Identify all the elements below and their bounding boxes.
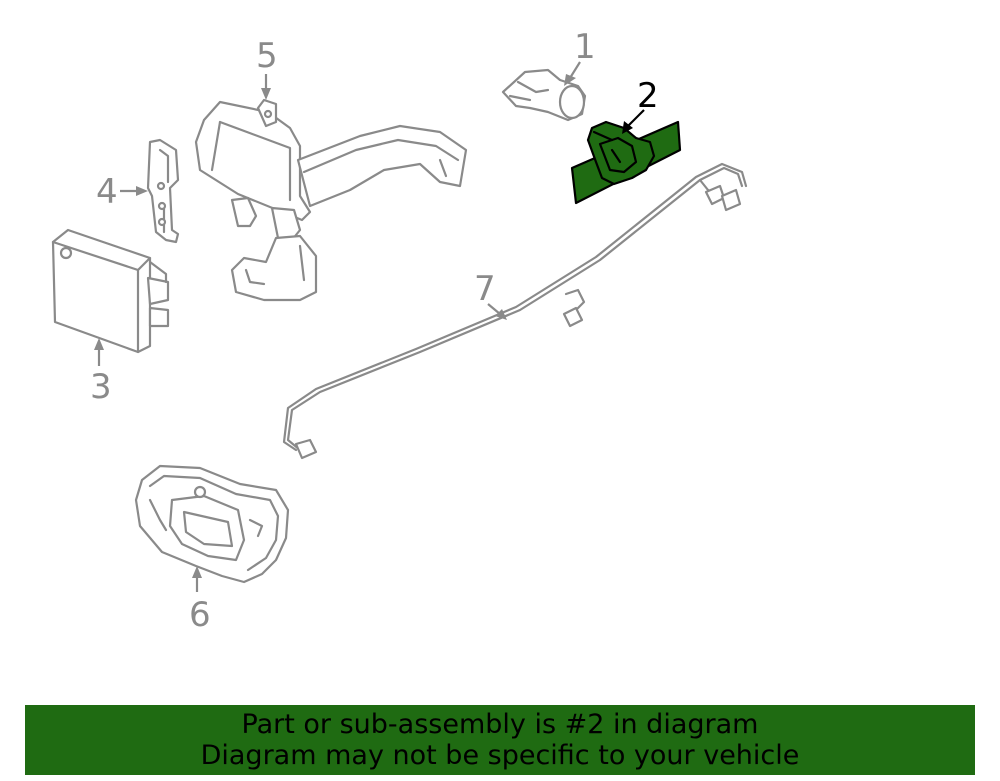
callout-2-arrow (622, 109, 645, 134)
banner-line-1: Part or sub-assembly is #2 in diagram (241, 709, 759, 740)
callout-6-arrow (192, 566, 202, 592)
callout-7-arrow (487, 303, 507, 320)
part-2-bracket[interactable] (570, 120, 682, 205)
callout-1-arrow (564, 61, 581, 86)
callout-4: 4 (96, 172, 118, 212)
callout-5: 5 (256, 36, 278, 76)
part-7-wiring-harness[interactable] (282, 162, 748, 460)
callout-6: 6 (189, 595, 211, 635)
part-3-control-module[interactable] (51, 228, 170, 354)
callout-1: 1 (574, 27, 596, 67)
parts-diagram: 1 2 3 4 (51, 27, 748, 635)
callout-2: 2 (637, 76, 659, 116)
info-banner: Part or sub-assembly is #2 in diagram Di… (25, 705, 975, 775)
callout-7: 7 (474, 269, 496, 309)
banner-line-2: Diagram may not be specific to your vehi… (200, 740, 800, 771)
part-5-module-bracket[interactable] (194, 98, 468, 302)
callout-4-arrow (120, 186, 148, 196)
callout-5-arrow (261, 74, 271, 100)
callout-3: 3 (90, 367, 112, 407)
part-4-mount-bracket[interactable] (146, 138, 180, 244)
part-6-bumper-bracket[interactable] (134, 464, 290, 584)
part-1-sensor[interactable] (501, 68, 587, 122)
callout-3-arrow (94, 338, 104, 366)
